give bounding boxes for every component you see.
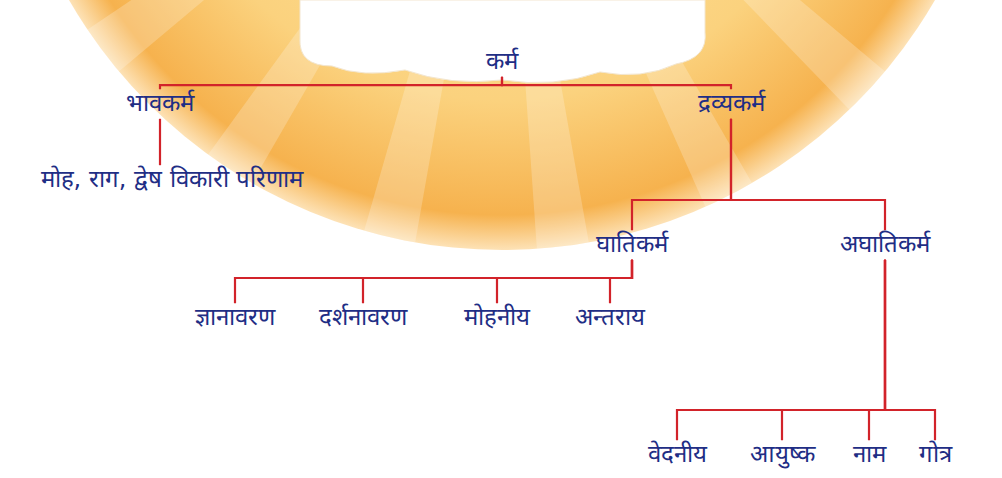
node-text: द्रव्यकर्म — [698, 90, 765, 118]
node-text: ज्ञानावरण — [195, 304, 275, 332]
category-label: द्रव्यकर्म — [696, 90, 767, 118]
tree-connector — [160, 77, 502, 89]
root-term: कर्म — [484, 48, 520, 76]
karma-type-label: गोत्र — [917, 441, 954, 469]
node-text: भावकर्म — [126, 90, 194, 118]
subcategory-label: घातिकर्म — [594, 231, 670, 259]
node-text: वेदनीय — [648, 441, 707, 469]
node-text: घातिकर्म — [596, 231, 668, 259]
tree-connector — [782, 260, 885, 440]
tree-connector — [869, 260, 885, 440]
node-text: गोत्र — [919, 441, 952, 469]
node-text: दर्शनावरण — [319, 304, 407, 332]
node-text: मोह, राग, द्वेष विकारी परिणाम — [41, 166, 304, 194]
node-text: मोहनीय — [464, 304, 530, 332]
node-text: नाम — [853, 441, 886, 469]
node-text: अन्तराय — [575, 304, 645, 332]
tree-connector — [885, 260, 935, 440]
karma-type-label: अन्तराय — [573, 304, 647, 332]
description-text: मोह, राग, द्वेष विकारी परिणाम — [39, 166, 306, 194]
category-label: भावकर्म — [124, 90, 196, 118]
karma-type-label: मोहनीय — [462, 304, 532, 332]
karma-type-label: नाम — [851, 441, 888, 469]
node-text: अघातिकर्म — [840, 231, 930, 259]
tree-connector — [363, 260, 632, 303]
tree-connector — [235, 260, 632, 303]
karma-type-label: वेदनीय — [646, 441, 709, 469]
tree-connector — [159, 119, 161, 165]
tree-connector — [677, 260, 885, 440]
sun-disc — [2, 0, 1002, 250]
tree-connector — [610, 260, 632, 303]
tree-connector — [731, 119, 885, 230]
node-text: कर्म — [486, 48, 518, 76]
sun-rays — [0, 0, 1002, 269]
tree-connector — [502, 77, 731, 89]
tree-connector — [632, 119, 731, 230]
karma-type-label: ज्ञानावरण — [193, 304, 277, 332]
karma-type-label: दर्शनावरण — [317, 304, 409, 332]
karma-type-label: आयुष्क — [748, 441, 817, 469]
tree-connector — [497, 260, 632, 303]
node-text: आयुष्क — [750, 441, 815, 469]
subcategory-label: अघातिकर्म — [838, 231, 932, 259]
cloud-shape — [300, 0, 705, 83]
